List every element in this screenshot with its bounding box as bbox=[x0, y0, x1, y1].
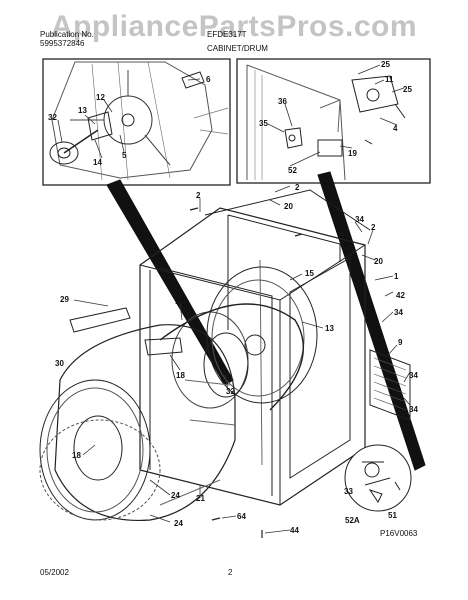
section-title: CABINET/DRUM bbox=[207, 44, 268, 53]
cabinet-frame bbox=[139, 189, 371, 506]
callout-25-top: 25 bbox=[381, 60, 390, 69]
callout-24-b: 24 bbox=[174, 519, 183, 528]
publication-number: 5995372846 bbox=[40, 39, 85, 48]
callout-36: 36 bbox=[278, 97, 287, 106]
callout-11: 11 bbox=[385, 75, 394, 84]
callout-2-a: 2 bbox=[196, 191, 201, 200]
callout-18-b: 18 bbox=[72, 451, 81, 460]
model-number: EFDE317T bbox=[207, 30, 247, 39]
front-panel-strip bbox=[69, 307, 131, 333]
callout-34-d: 34 bbox=[409, 405, 418, 414]
callout-2-c: 2 bbox=[371, 223, 376, 232]
callout-6: 6 bbox=[206, 75, 211, 84]
callout-12: 12 bbox=[96, 93, 105, 102]
inset-left-box bbox=[42, 58, 231, 186]
callout-18-a: 18 bbox=[176, 371, 185, 380]
callout-13-inset: 13 bbox=[78, 106, 87, 115]
callout-42: 42 bbox=[396, 291, 405, 300]
callout-20-a: 20 bbox=[284, 202, 293, 211]
callout-64: 64 bbox=[237, 512, 246, 521]
callout-25-lower: 25 bbox=[403, 85, 412, 94]
callout-17: 17 bbox=[175, 297, 184, 306]
callout-52a: 52A bbox=[345, 516, 360, 525]
footer-date: 05/2002 bbox=[40, 568, 69, 577]
callout-32-main: 32 bbox=[226, 387, 235, 396]
callout-30: 30 bbox=[55, 359, 64, 368]
callout-34-a: 34 bbox=[355, 215, 364, 224]
callout-5: 5 bbox=[122, 151, 127, 160]
callout-33: 33 bbox=[344, 487, 353, 496]
figure-code: P16V0063 bbox=[380, 529, 418, 538]
callout-34-b: 34 bbox=[394, 308, 403, 317]
publication-label: Publication No. bbox=[40, 30, 94, 39]
callout-13-main: 13 bbox=[325, 324, 334, 333]
rear-bulkhead bbox=[171, 266, 318, 409]
callout-15: 15 bbox=[305, 269, 314, 278]
callout-9: 9 bbox=[398, 338, 403, 347]
callout-20-b: 20 bbox=[374, 257, 383, 266]
callout-51: 51 bbox=[388, 511, 397, 520]
callout-29: 29 bbox=[60, 295, 69, 304]
thermostat-detail bbox=[344, 444, 412, 512]
callout-35: 35 bbox=[259, 119, 268, 128]
callout-21: 21 bbox=[196, 494, 205, 503]
callout-14: 14 bbox=[93, 158, 102, 167]
drum-belt bbox=[159, 303, 304, 411]
callout-1: 1 bbox=[394, 272, 399, 281]
watermark: AppliancePartsPros.com bbox=[50, 10, 418, 43]
inset-right-box bbox=[236, 58, 431, 184]
callout-32-inset: 32 bbox=[48, 113, 57, 122]
exhaust-grille bbox=[369, 349, 411, 421]
callout-34-c: 34 bbox=[409, 371, 418, 380]
inset-right-pointer bbox=[317, 171, 426, 471]
callout-44: 44 bbox=[290, 526, 299, 535]
callout-24-a: 24 bbox=[171, 491, 180, 500]
callout-4: 4 bbox=[393, 124, 398, 133]
callout-19: 19 bbox=[348, 149, 357, 158]
callout-2-b: 2 bbox=[295, 183, 300, 192]
callout-52: 52 bbox=[288, 166, 297, 175]
footer-page-number: 2 bbox=[228, 568, 233, 577]
drum bbox=[39, 324, 236, 522]
